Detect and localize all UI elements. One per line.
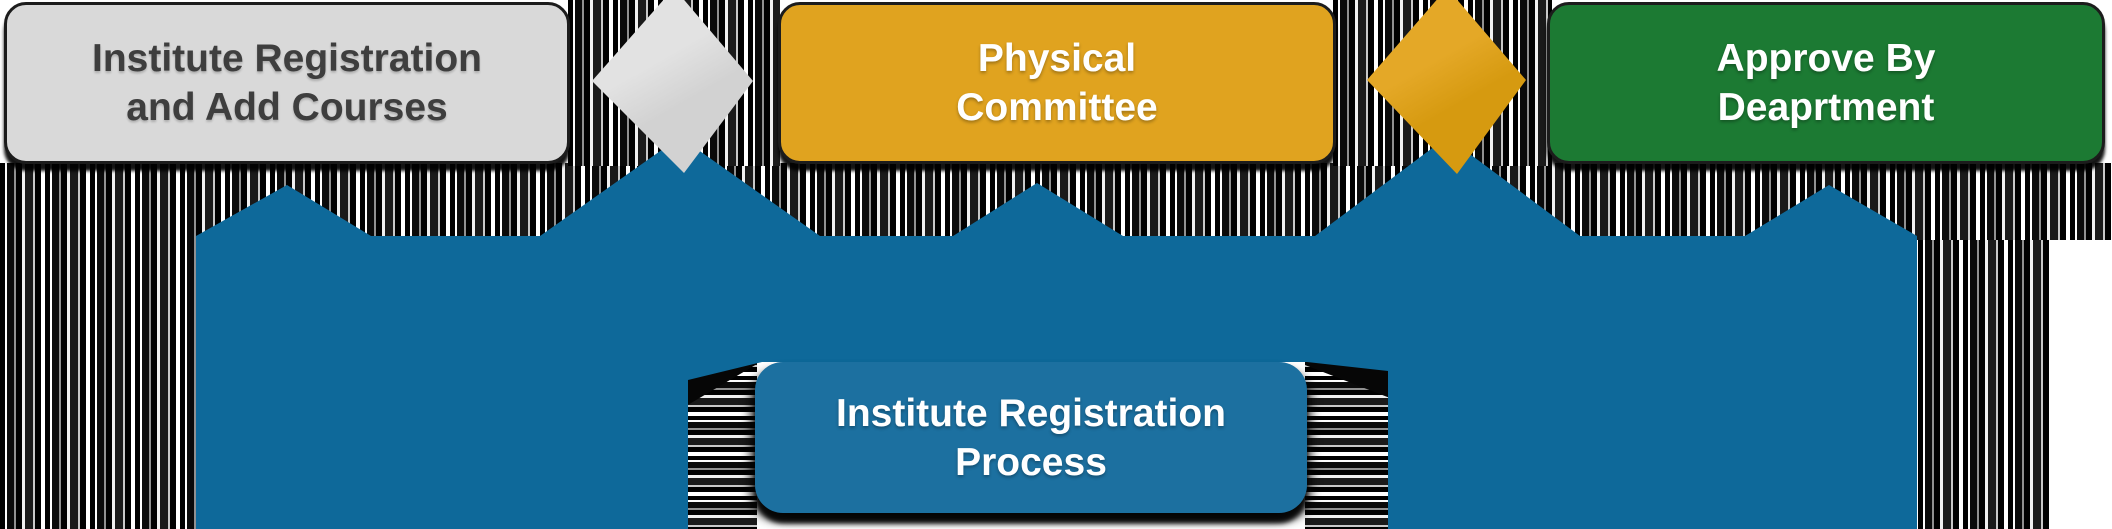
node-label-line: and Add Courses: [126, 86, 448, 129]
node-label-line: Process: [955, 440, 1107, 484]
node-label-line: Institute Registration: [835, 391, 1227, 435]
node-label-line: Physical: [977, 37, 1137, 80]
node-physical-committee: Physical Committee: [778, 2, 1336, 164]
node-label-line: Deaprtment: [1717, 86, 1935, 129]
node-label-line: Committee: [956, 86, 1158, 129]
node-approve-by-department: Approve By Deaprtment: [1547, 2, 2105, 164]
node-label-line: Institute Registration: [91, 37, 483, 80]
node-institute-registration-process: Institute Registration Process: [755, 362, 1307, 513]
artifact-stripes-right-margin: [1918, 240, 2050, 529]
node-institute-registration-and-add-courses: Institute Registration and Add Courses: [4, 2, 570, 164]
node-label-line: Approve By: [1716, 37, 1936, 80]
